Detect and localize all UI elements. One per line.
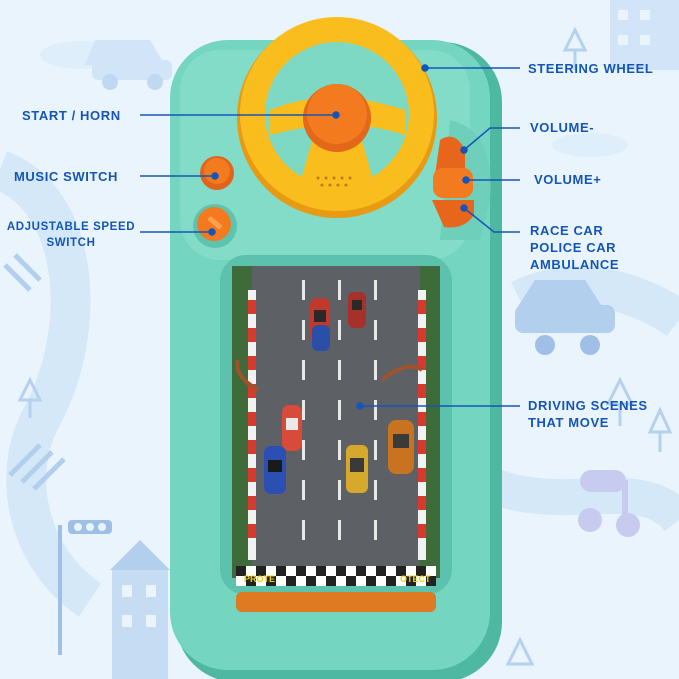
horn-button [307,84,367,144]
volume-up-label: VOLUME+ [534,172,602,187]
race-car-icon [348,292,366,328]
vehicle-buttons [432,136,474,228]
curb-right [418,290,426,560]
traffic-light-icon [58,520,112,655]
background-building-icon [110,540,170,679]
adjustable-speed-label: ADJUSTABLE SPEED SWITCH [6,221,136,249]
background-building-icon [610,0,679,70]
background-car-icon [515,280,615,355]
police-car-icon [264,446,286,494]
ambulance-car-icon [346,445,368,493]
finish-line-banner [236,566,436,586]
banner-text-right: OTECT [400,574,431,584]
music-switch-label: MUSIC SWITCH [14,169,118,184]
scooter-icon [578,470,640,537]
race-car-icon [282,405,302,451]
crosswalk-icon [3,253,66,491]
steering-wheel-label: STEERING WHEEL [528,61,654,76]
start-horn-label: START / HORN [22,108,121,123]
driving-scenes-label: DRIVING SCENES THAT MOVE [528,398,648,430]
police-car-icon [312,325,330,351]
race-car-icon [388,420,414,474]
background-car-icon [85,40,172,90]
volume-down-label: VOLUME- [530,120,595,135]
banner-text-left: PROTE [244,574,275,584]
vehicle-types-label: RACE CAR POLICE CAR AMBULANCE [530,223,620,272]
steering-wheel [237,17,437,218]
tree-icon [17,26,673,666]
curb-left [248,290,256,560]
